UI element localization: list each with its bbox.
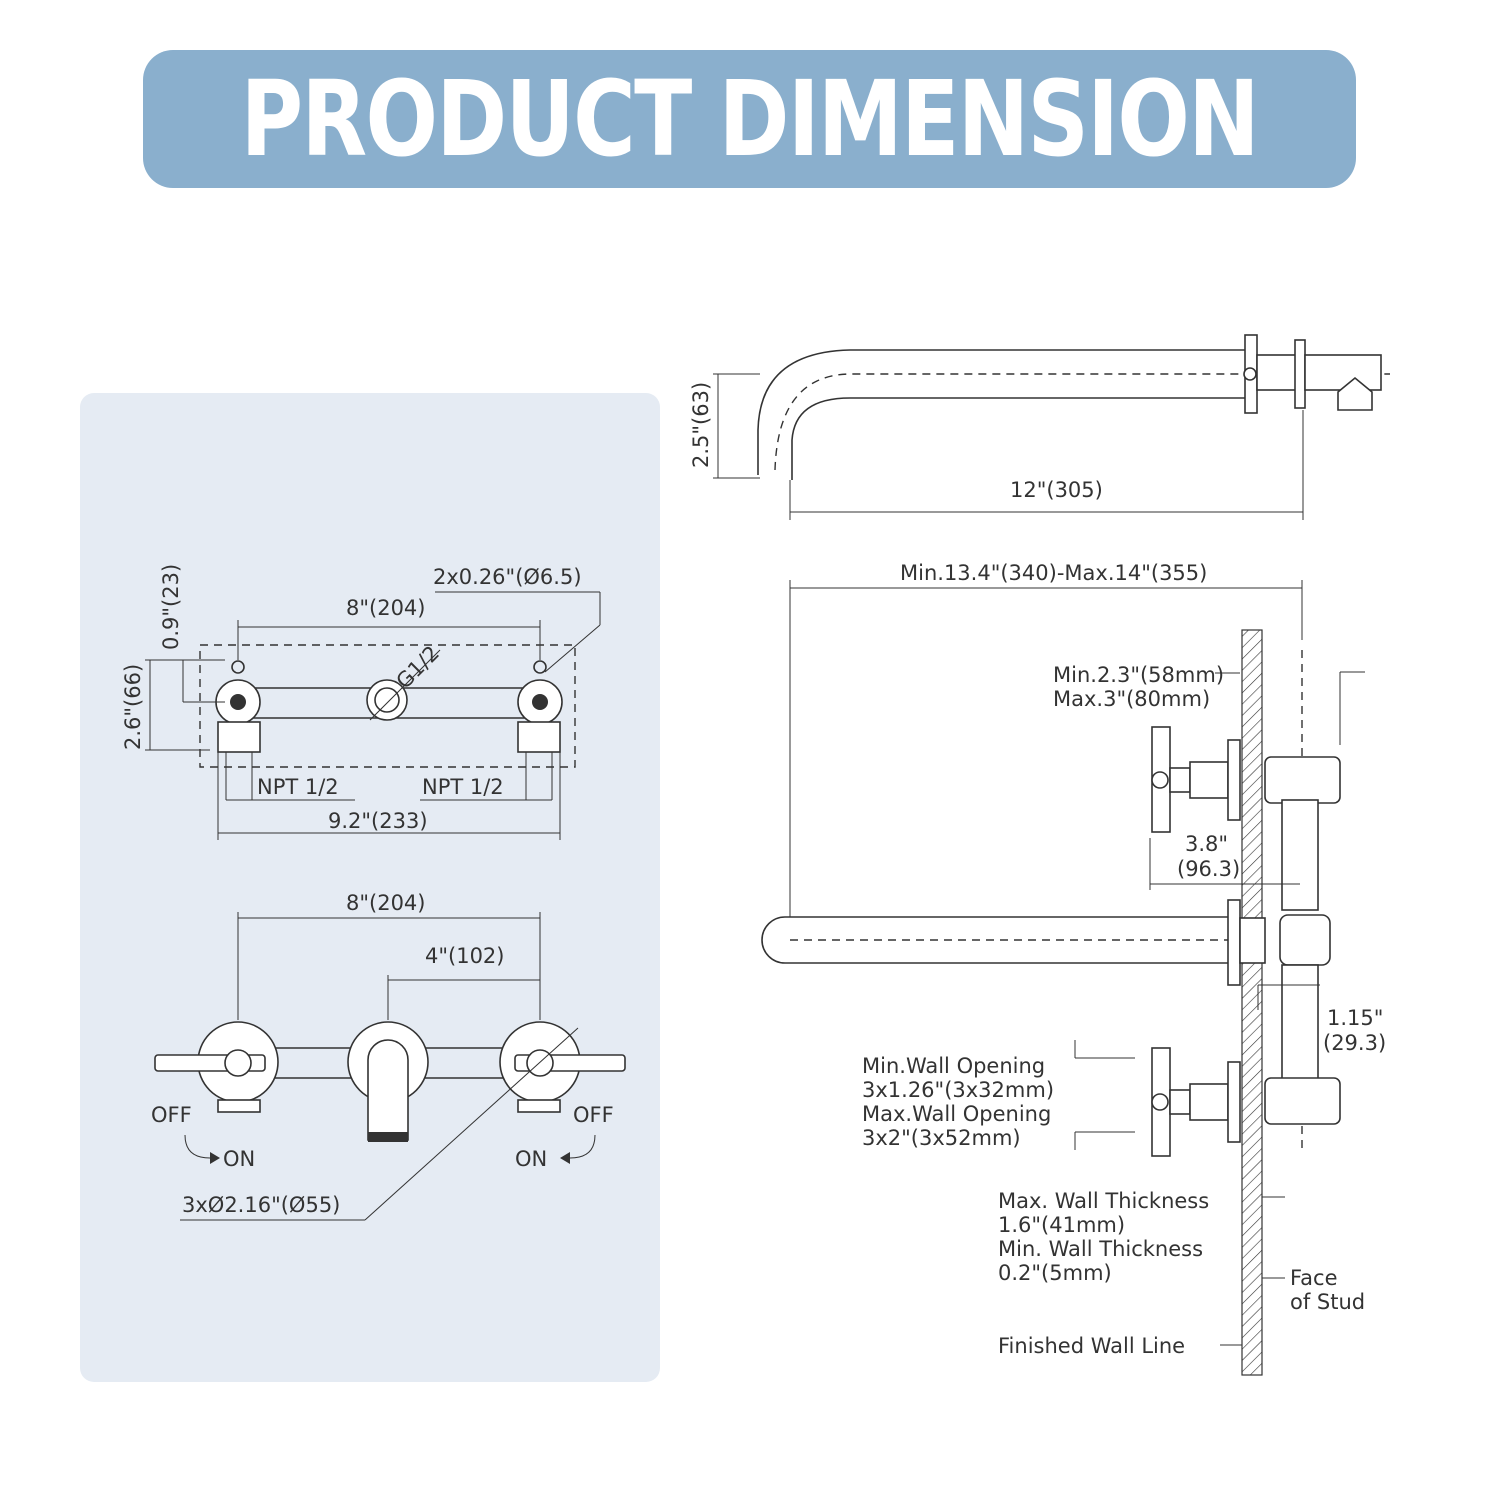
on-left: ON xyxy=(223,1147,255,1171)
total-reach: Min.13.4"(340)-Max.14"(355) xyxy=(900,561,1207,585)
spout-height: 2.5"(63) xyxy=(689,382,713,468)
min-opening-label: Min.Wall Opening xyxy=(862,1054,1045,1078)
max-opening-label: Max.Wall Opening xyxy=(862,1102,1051,1126)
overall-width: 9.2"(233) xyxy=(328,809,428,833)
handle-front-drawing xyxy=(154,912,626,1221)
thread-label: G1/2 xyxy=(392,641,444,693)
front-rough-in-drawing xyxy=(145,591,601,840)
off-right: OFF xyxy=(573,1103,614,1127)
handle-offset-mm: (96.3) xyxy=(1177,857,1240,881)
face-of-stud-line2: of Stud xyxy=(1290,1290,1365,1314)
min-thickness-value: 0.2"(5mm) xyxy=(998,1261,1112,1285)
npt-right: NPT 1/2 xyxy=(422,775,504,799)
finished-wall-line: Finished Wall Line xyxy=(998,1334,1185,1358)
depth-min: Min.2.3"(58mm) xyxy=(1053,663,1224,687)
left-panel xyxy=(80,393,660,1382)
side-installation-drawing xyxy=(761,580,1365,1376)
handle-center-spacing: 8"(204) xyxy=(346,891,426,915)
escutcheon-size: 3xØ2.16"(Ø55) xyxy=(182,1193,340,1217)
off-left: OFF xyxy=(151,1103,192,1127)
min-opening-value: 3x1.26"(3x32mm) xyxy=(862,1078,1054,1102)
spout-side-drawing xyxy=(713,334,1390,520)
spout-length: 12"(305) xyxy=(1010,478,1103,502)
valve-offset-mm: (29.3) xyxy=(1323,1031,1386,1055)
min-thickness-label: Min. Wall Thickness xyxy=(998,1237,1203,1261)
max-opening-value: 3x2"(3x52mm) xyxy=(862,1126,1021,1150)
npt-left: NPT 1/2 xyxy=(257,775,339,799)
page-title: PRODUCT DIMENSION xyxy=(240,58,1260,180)
handle-offset: 3.8" xyxy=(1185,832,1228,856)
front-center-spacing: 8"(204) xyxy=(346,596,426,620)
half-spacing: 4"(102) xyxy=(425,944,505,968)
height-top: 0.9"(23) xyxy=(159,564,183,650)
title-banner: PRODUCT DIMENSION xyxy=(143,50,1356,188)
height-total: 2.6"(66) xyxy=(121,664,145,750)
valve-offset: 1.15" xyxy=(1327,1006,1383,1030)
face-of-stud-line1: Face xyxy=(1290,1266,1338,1290)
hole-label: 2x0.26"(Ø6.5) xyxy=(433,565,582,589)
on-right: ON xyxy=(515,1147,547,1171)
max-thickness-label: Max. Wall Thickness xyxy=(998,1189,1209,1213)
max-thickness-value: 1.6"(41mm) xyxy=(998,1213,1125,1237)
depth-max: Max.3"(80mm) xyxy=(1053,687,1210,711)
